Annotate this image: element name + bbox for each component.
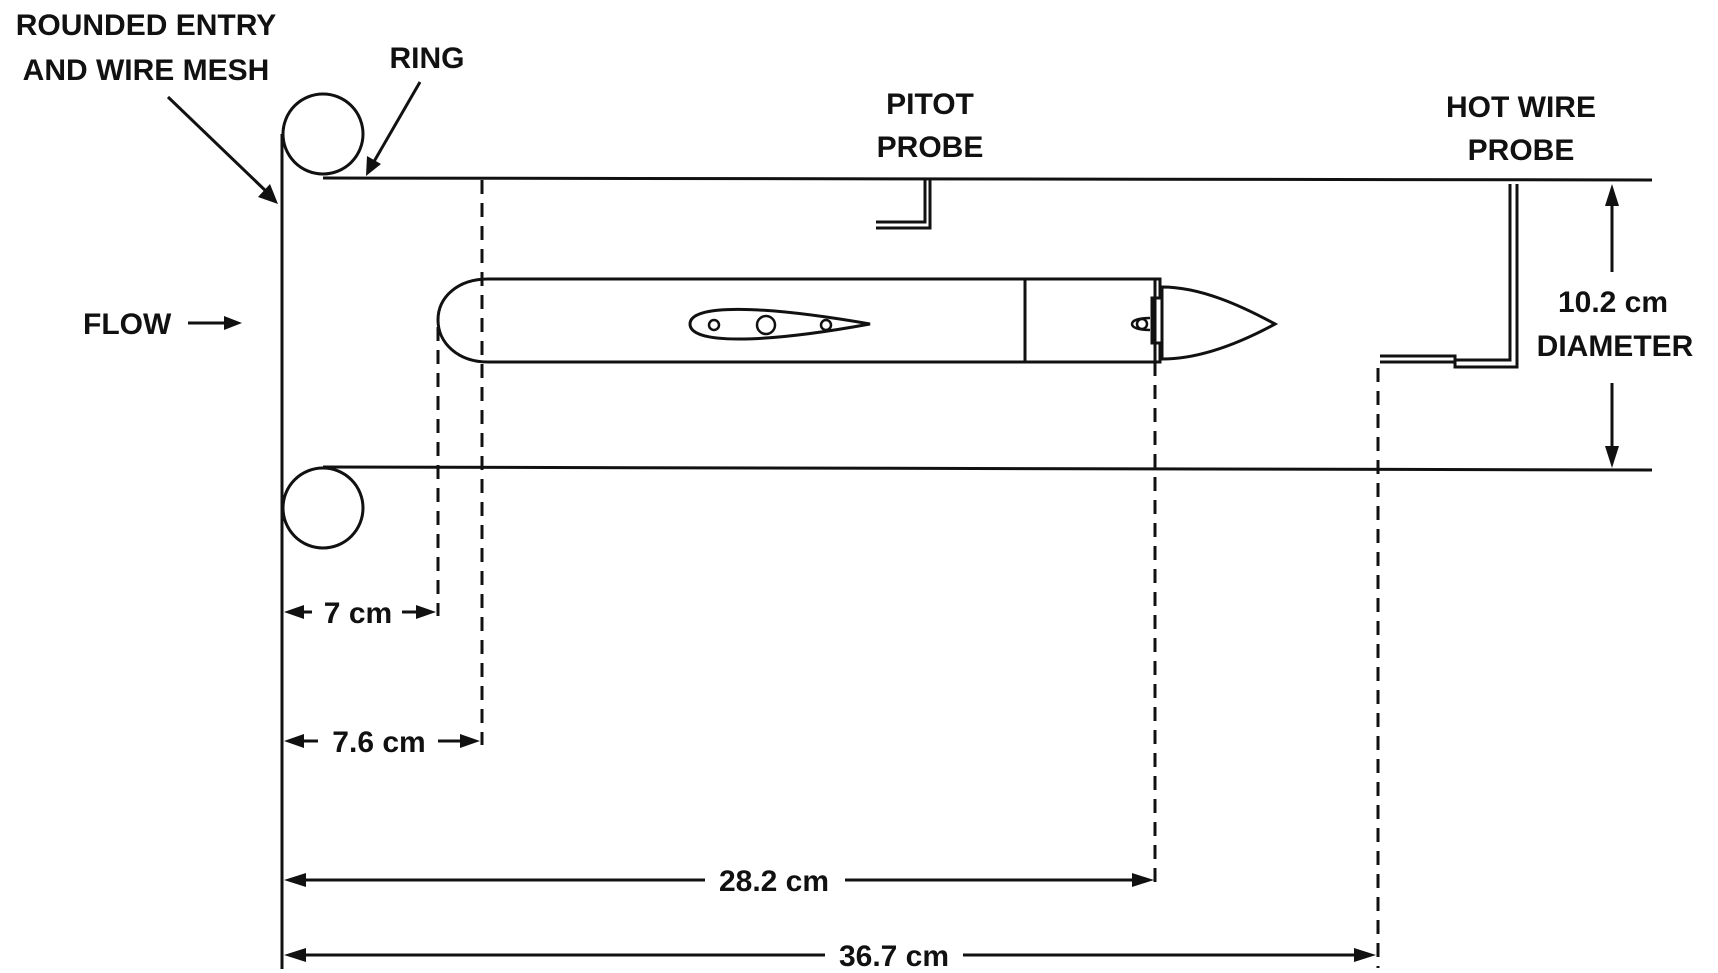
entry-ring-top: [281, 92, 365, 176]
flow-arrowhead: [224, 316, 242, 330]
tunnel-upper-wall: [322, 176, 1653, 182]
dim-36-7cm-label: 36.7 cm: [839, 940, 949, 973]
pitot-probe-outer: [876, 180, 932, 230]
hot-wire-probe-inner: [1380, 184, 1512, 362]
entry-label-line1: ROUNDED ENTRY: [16, 9, 277, 42]
dim-7cm-right-arrowhead: [416, 605, 436, 619]
tail-sting-pin: [1135, 317, 1149, 331]
ring-leader-line: [370, 81, 422, 166]
dim-28-2cm-label: 28.2 cm: [719, 865, 829, 898]
dim-7-6cm-label: 7.6 cm: [332, 726, 425, 759]
dim-7-6cm-right-arrowhead: [460, 734, 480, 748]
entry-label-line2: AND WIRE MESH: [23, 54, 270, 87]
hotwire-label-line2: PROBE: [1468, 134, 1575, 167]
dim-36-7cm-right-arrowhead: [1354, 948, 1376, 962]
ring-leader-arrowhead: [366, 156, 381, 176]
dim-28-2cm-left-arrowhead: [284, 873, 306, 887]
diameter-arrowhead-bottom: [1605, 446, 1619, 468]
wing-hole-left: [707, 318, 721, 332]
tail-cone: [1160, 285, 1279, 361]
pitot-label-line1: PITOT: [886, 88, 974, 121]
hot-wire-probe-outer: [1380, 184, 1519, 369]
entry-ring-bottom: [281, 466, 365, 550]
tail-bracket: [1150, 277, 1162, 364]
tunnel-lower-wall: [322, 465, 1653, 472]
entry-leader-line: [166, 95, 272, 197]
wing-profile: [688, 307, 871, 341]
dim-36-7cm-left-arrowhead: [284, 948, 306, 962]
dim-28-2cm-right-arrowhead: [1132, 873, 1154, 887]
diameter-word-label: DIAMETER: [1537, 330, 1694, 363]
dim-7cm-left-arrowhead: [284, 605, 304, 619]
wing-hole-right: [819, 318, 833, 332]
ring-label: RING: [390, 42, 465, 75]
diameter-arrowhead-top: [1605, 184, 1619, 206]
wing-hole-center: [755, 314, 777, 336]
pitot-probe-inner: [876, 180, 927, 224]
dim-7cm-label: 7 cm: [324, 597, 392, 630]
hotwire-label-line1: HOT WIRE: [1446, 91, 1596, 124]
flow-label: FLOW: [83, 308, 172, 341]
model-body: [436, 277, 1157, 364]
entry-leader-arrowhead: [258, 184, 278, 204]
diameter-value-label: 10.2 cm: [1558, 286, 1668, 319]
pitot-label-line2: PROBE: [877, 131, 984, 164]
dim-7-6cm-left-arrowhead: [284, 734, 304, 748]
